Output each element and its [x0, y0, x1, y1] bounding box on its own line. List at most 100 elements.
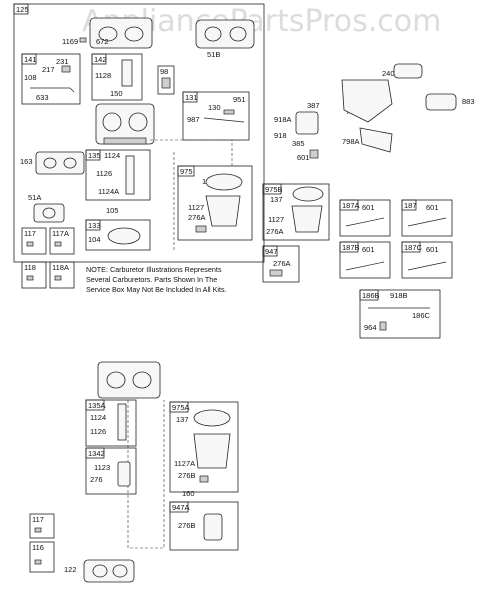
svg-text:NOTE: Carburetor Illustratio: NOTE: Carburetor Illustrations Represent… — [86, 265, 222, 274]
group-1342: 1342 1123 276 — [85, 447, 137, 495]
svg-text:987: 987 — [187, 115, 200, 124]
svg-text:187A: 187A — [342, 201, 360, 210]
svg-text:51A: 51A — [28, 193, 41, 202]
svg-text:118A: 118A — [52, 263, 69, 272]
group-947a: 947A 276B — [169, 501, 239, 551]
svg-text:116: 116 — [32, 543, 44, 552]
group-141: 141 231 217 108 633 — [21, 53, 81, 105]
svg-text:Service Box May Not Be Include: Service Box May Not Be Included In All K… — [86, 285, 227, 294]
svg-text:118: 118 — [24, 263, 36, 272]
svg-text:975A: 975A — [172, 403, 190, 412]
carburetor-note: NOTE: Carburetor Illustrations Represent… — [86, 265, 227, 294]
svg-text:163: 163 — [20, 157, 33, 166]
svg-text:276A: 276A — [188, 213, 206, 222]
svg-text:276B: 276B — [178, 471, 196, 480]
svg-text:918: 918 — [274, 131, 287, 140]
svg-text:117A: 117A — [52, 229, 69, 238]
svg-text:141: 141 — [24, 55, 37, 64]
group-117: 117 117A — [21, 227, 75, 255]
group-117-lower: 117 — [29, 513, 55, 539]
svg-text:947: 947 — [265, 247, 278, 256]
svg-text:142: 142 — [94, 55, 107, 64]
svg-text:672: 672 — [96, 37, 109, 46]
svg-text:137: 137 — [270, 195, 283, 204]
group-118: 118 118A — [21, 261, 75, 289]
gasket-51a: 51A — [28, 193, 65, 223]
svg-text:1126: 1126 — [90, 427, 106, 436]
svg-text:601: 601 — [426, 203, 439, 212]
svg-text:105: 105 — [106, 206, 119, 215]
group-135: 135 1124 1126 1124A — [85, 149, 151, 201]
group-975: 975 137 1127 276A — [177, 165, 253, 241]
svg-text:186B: 186B — [362, 291, 380, 300]
group-116: 116 — [29, 541, 55, 573]
svg-text:1128: 1128 — [95, 71, 111, 80]
svg-text:601: 601 — [362, 245, 375, 254]
svg-text:601: 601 — [297, 153, 310, 162]
svg-text:633: 633 — [36, 93, 49, 102]
svg-text:98: 98 — [160, 67, 168, 76]
svg-text:108: 108 — [24, 73, 37, 82]
svg-text:187: 187 — [404, 201, 417, 210]
svg-text:117: 117 — [24, 229, 36, 238]
svg-text:385: 385 — [292, 139, 305, 148]
carburetor-body-lower — [97, 361, 161, 399]
group-186b: 186B 918B 186C 964 — [359, 289, 441, 339]
svg-text:276A: 276A — [273, 259, 291, 268]
svg-text:951: 951 — [233, 95, 246, 104]
svg-text:150: 150 — [110, 89, 123, 98]
svg-text:1127A: 1127A — [174, 459, 195, 468]
group-947: 947 276A — [262, 245, 300, 283]
svg-text:276B: 276B — [178, 521, 196, 530]
svg-text:1342: 1342 — [88, 449, 105, 458]
svg-text:798A: 798A — [342, 137, 360, 146]
group-187a: 187A 601 — [339, 199, 391, 237]
group-187b: 187B 601 — [339, 241, 391, 279]
svg-text:130: 130 — [208, 103, 221, 112]
svg-text:187B: 187B — [342, 243, 360, 252]
group-125: 125 — [13, 3, 265, 263]
group-133: 133 104 — [85, 219, 151, 251]
svg-text:601: 601 — [426, 245, 439, 254]
svg-text:117: 117 — [32, 515, 44, 524]
svg-text:1124A: 1124A — [98, 187, 119, 196]
svg-text:1127: 1127 — [188, 203, 204, 212]
svg-text:601: 601 — [362, 203, 375, 212]
group-135a: 135A 1124 1126 — [85, 399, 137, 447]
gasket-122: 122 — [64, 559, 135, 583]
group-142: 142 1128 150 — [91, 53, 143, 101]
svg-text:217: 217 — [42, 65, 55, 74]
svg-text:122: 122 — [64, 565, 77, 574]
svg-text:186C: 186C — [412, 311, 431, 320]
svg-text:918A: 918A — [274, 115, 292, 124]
svg-text:1126: 1126 — [96, 169, 112, 178]
svg-text:276A: 276A — [266, 227, 284, 236]
svg-text:1169: 1169 — [62, 37, 78, 46]
svg-text:125: 125 — [16, 5, 29, 14]
svg-text:Several Carburetors. Parts: Several Carburetors. Parts Shown In The — [86, 275, 217, 284]
svg-text:187C: 187C — [404, 243, 423, 252]
group-98: 98 — [157, 65, 175, 95]
svg-text:104: 104 — [88, 235, 101, 244]
svg-text:1127: 1127 — [268, 215, 284, 224]
group-187: 187 601 — [401, 199, 453, 237]
svg-text:135A: 135A — [88, 401, 106, 410]
svg-text:276: 276 — [90, 475, 103, 484]
svg-text:133: 133 — [88, 221, 101, 230]
svg-text:51B: 51B — [207, 50, 220, 59]
svg-text:883: 883 — [462, 97, 475, 106]
group-187c: 187C 601 — [401, 241, 453, 279]
svg-text:135: 135 — [88, 151, 101, 160]
gasket-51b: 51B — [195, 19, 255, 59]
svg-text:918B: 918B — [390, 291, 408, 300]
gasket-672: 672 1169 — [62, 17, 153, 49]
svg-text:240: 240 — [382, 69, 395, 78]
svg-text:137: 137 — [176, 415, 189, 424]
svg-text:160: 160 — [182, 489, 195, 498]
svg-text:1124: 1124 — [104, 151, 120, 160]
svg-text:964: 964 — [364, 323, 377, 332]
svg-text:975B: 975B — [265, 185, 283, 194]
svg-text:1124: 1124 — [90, 413, 106, 422]
svg-text:231: 231 — [56, 57, 69, 66]
fuel-pump-group: 240 828 883 387 788 918A 918 385 798A 60… — [274, 63, 475, 162]
